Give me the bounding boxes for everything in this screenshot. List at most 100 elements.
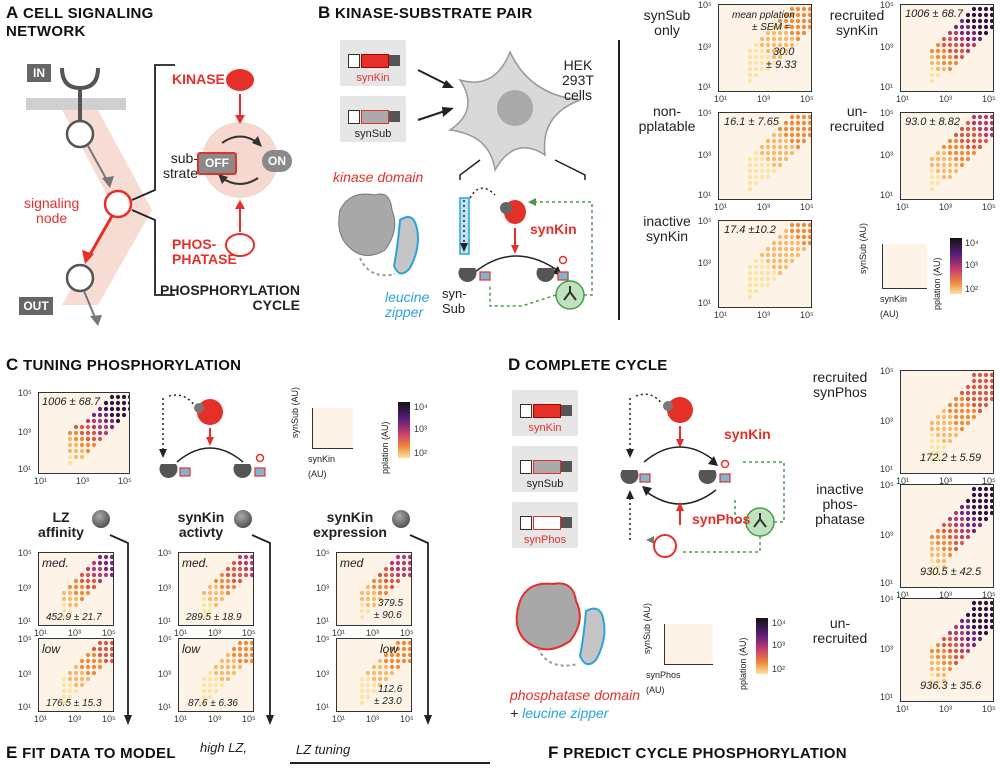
density-dot [971,612,977,618]
density-dot [971,138,977,144]
density-dot [935,180,941,186]
density-dot [97,418,103,424]
knob-synkin-expression-icon[interactable] [392,510,410,528]
density-dot [959,420,965,426]
density-dot [109,566,113,572]
density-dot [97,572,103,578]
y-tick-label: 10¹ [880,464,894,474]
scatter-plot [336,552,412,626]
density-dot [983,504,989,510]
density-dot [121,400,127,406]
density-dot [929,66,935,72]
density-dot [359,602,365,608]
density-dot [941,660,947,666]
density-dot [941,150,947,156]
density-dot [801,240,807,246]
density-dot [941,450,947,456]
density-dot [207,602,213,608]
density-dot [965,420,971,426]
density-dot [929,660,935,666]
density-dot [929,426,935,432]
density-dot [765,174,771,180]
density-dot [765,138,771,144]
density-dot [753,72,759,78]
density-dot [977,126,983,132]
density-dot [753,150,759,156]
density-dot [977,612,983,618]
density-dot [935,444,941,450]
density-dot [807,6,811,12]
density-dot [365,596,371,602]
density-dot [753,42,759,48]
scatter-plot [900,370,994,474]
density-dot [79,676,85,682]
density-dot [989,384,993,390]
legend-axes [664,624,713,665]
density-dot [941,66,947,72]
density-dot [103,640,109,646]
density-dot [759,270,765,276]
density-dot [765,276,771,282]
density-dot [783,126,789,132]
density-dot [765,150,771,156]
density-dot [225,652,231,658]
density-dot [977,18,983,24]
density-dot [935,552,941,558]
density-dot [965,618,971,624]
density-dot [103,424,109,430]
x-tick-label: 10³ [757,94,771,104]
panel-b-diagram [338,50,593,310]
scatter-plot [38,638,114,712]
density-dot [109,652,113,658]
density-dot [989,486,993,492]
y-tick-label: 10¹ [18,702,32,712]
density-dot [365,608,371,614]
density-dot [777,30,783,36]
knob-lz-affinity-icon[interactable] [92,510,110,528]
density-dot [783,18,789,24]
density-dot [953,168,959,174]
density-dot [61,608,67,614]
density-dot [807,132,811,138]
synkin-label: synKin [724,426,771,442]
density-dot [777,132,783,138]
density-dot [395,640,401,646]
x-tick-label: 10¹ [332,628,346,638]
density-dot [983,624,989,630]
density-dot [359,614,365,620]
density-dot [935,660,941,666]
density-dot [965,504,971,510]
density-dot [935,426,941,432]
density-dot [941,408,947,414]
density-dot [935,150,941,156]
panel-a-diagram [26,64,278,326]
scatter-plot [900,112,994,200]
density-dot [935,534,941,540]
density-dot [783,42,789,48]
density-dot [85,670,91,676]
density-dot [753,66,759,72]
density-dot [771,252,777,258]
plot-header: mean pplation [732,10,795,21]
density-dot [801,234,807,240]
density-dot [759,48,765,54]
density-dot [795,114,801,120]
density-dot [371,578,377,584]
density-dot [67,694,73,700]
density-dot [771,54,777,60]
density-dot [91,418,97,424]
x-tick-label: 10⁵ [982,202,996,212]
density-dot [977,372,983,378]
x-tick-label: 10³ [366,714,380,724]
density-dot [73,688,79,694]
density-dot [377,590,383,596]
y-tick-label: 10³ [316,583,330,593]
knob-synkin-activity-icon[interactable] [234,510,252,528]
density-dot [765,258,771,264]
plot-annotation: ± 90.6 [374,610,402,621]
x-tick-label: 10¹ [896,476,910,486]
density-dot [783,138,789,144]
in-label: IN [27,64,51,82]
density-dot [237,554,243,560]
